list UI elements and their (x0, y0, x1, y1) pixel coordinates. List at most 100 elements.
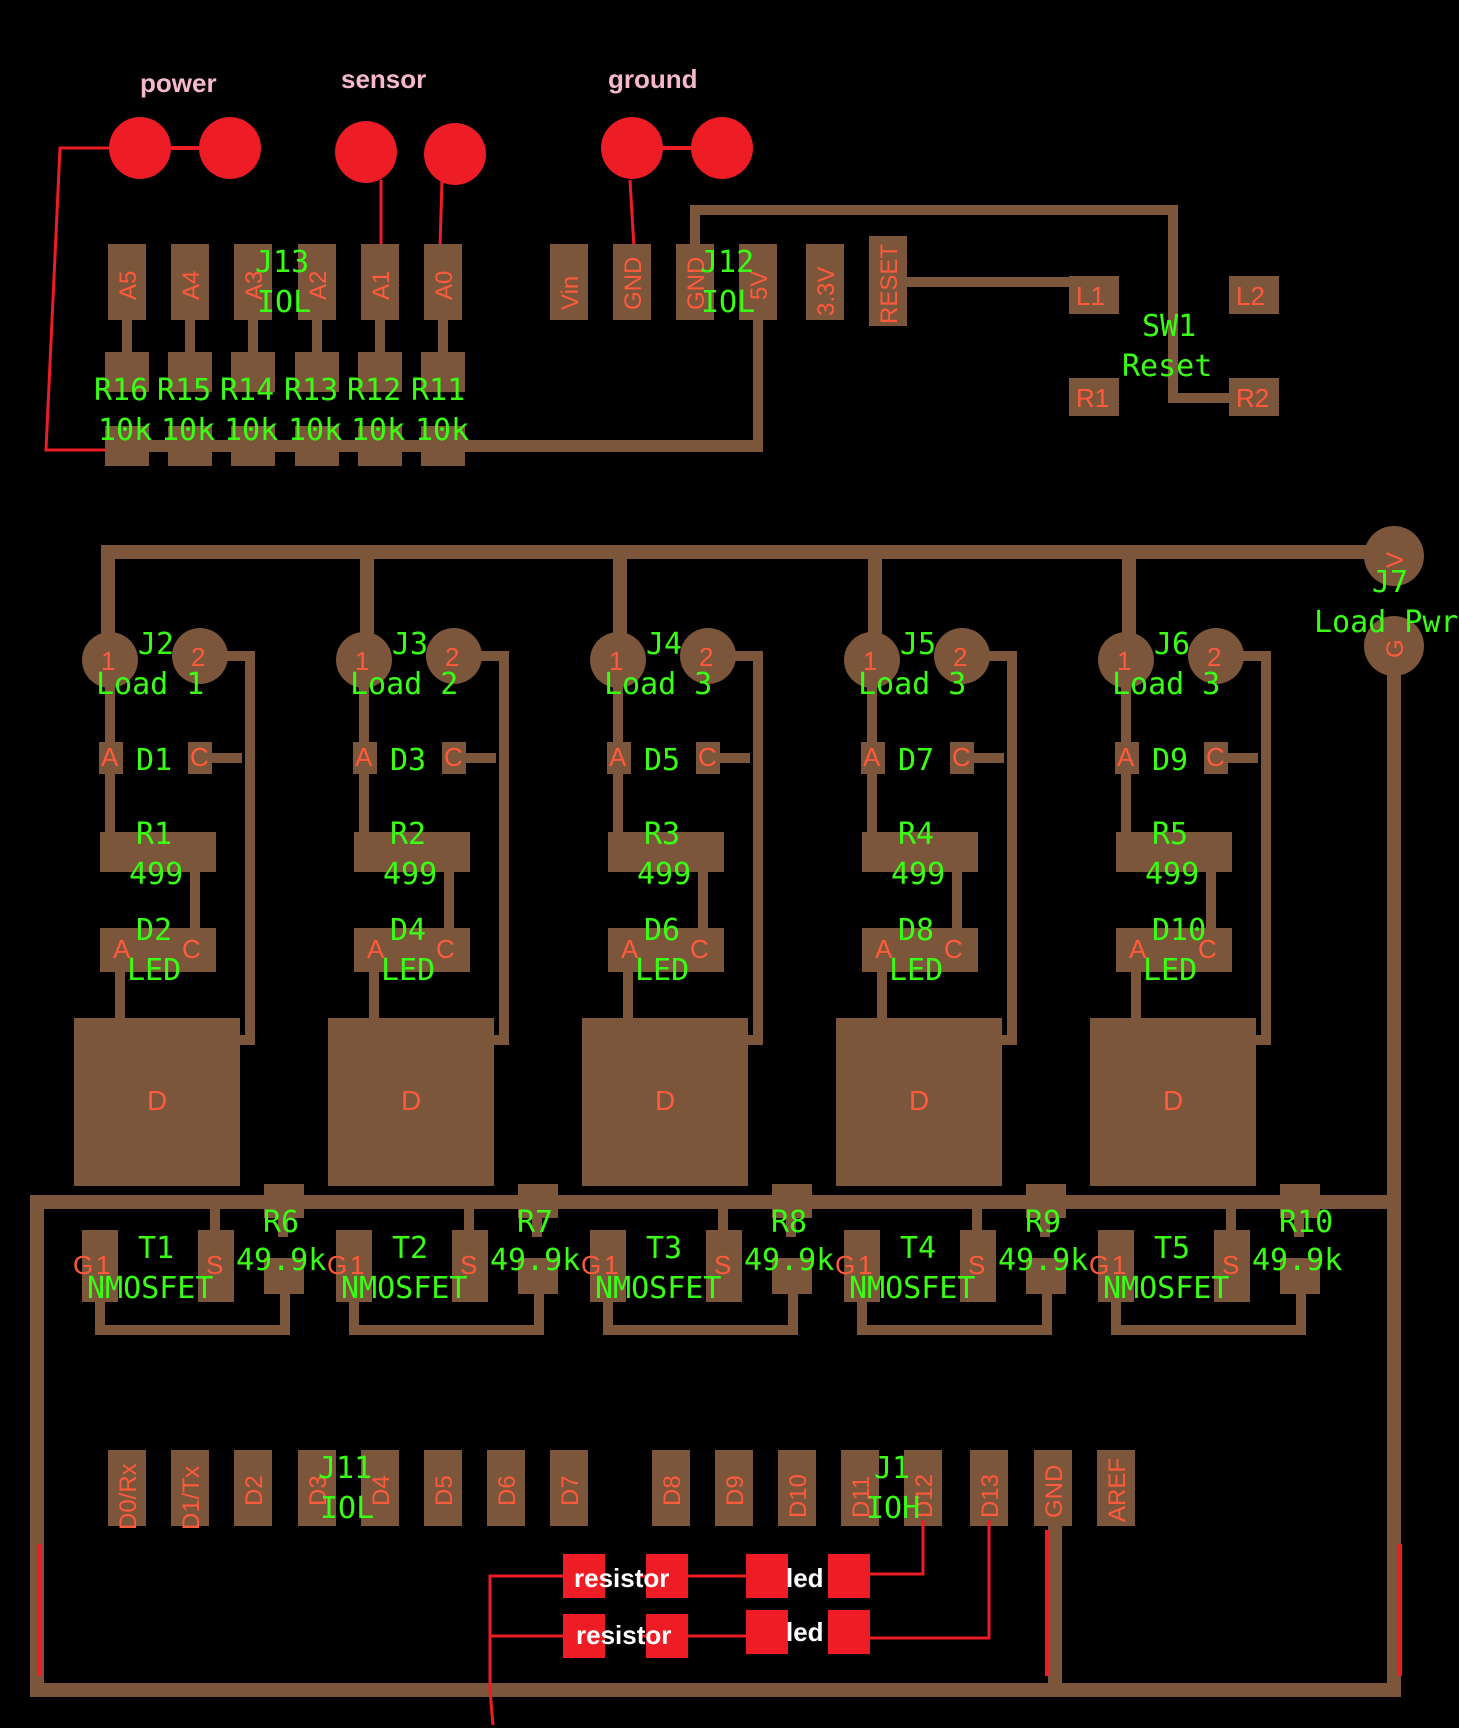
conn-value: Load 3 (1112, 667, 1220, 702)
j13-ref: J13 (255, 245, 309, 280)
pin-label-d4: D4 (368, 1475, 395, 1506)
led-cathode: C (1198, 934, 1217, 964)
diode-ref: D5 (644, 743, 680, 778)
sensor-pad-1 (335, 121, 397, 183)
resistor-2-label: resistor (576, 1620, 671, 1650)
pullup-labels: R16 R15 R14 R13 R12 R11 10k 10k 10k 10k … (94, 373, 469, 448)
sw1-pin-l2: L2 (1236, 281, 1265, 311)
r14-value: 10k (224, 413, 278, 448)
r12-value: 10k (351, 413, 405, 448)
conn-ref: J2 (138, 627, 174, 662)
pin-label-d13: D13 (977, 1474, 1004, 1518)
r13-value: 10k (288, 413, 342, 448)
conn-value: Load 3 (604, 667, 712, 702)
conn-pin-1: 1 (355, 646, 369, 676)
conn-value: Load 1 (96, 667, 204, 702)
fet-ref: T3 (646, 1231, 682, 1266)
diode-anode: A (101, 742, 119, 772)
gate-res-ref: R10 (1279, 1205, 1333, 1240)
pin-label-d5: D5 (431, 1475, 458, 1506)
j11-pads (108, 1450, 588, 1526)
gate-res-ref: R9 (1025, 1205, 1061, 1240)
r14-ref: R14 (220, 373, 274, 408)
r15-value: 10k (161, 413, 215, 448)
resistor-1-pad-a (563, 1554, 605, 1598)
led-value: LED (889, 953, 943, 988)
pin-label-vin: Vin (557, 276, 584, 310)
j7-value: Load Pwr (1314, 605, 1459, 640)
fet-gate: G (327, 1250, 347, 1280)
conn-pin-1: 1 (101, 646, 115, 676)
j12-ref: J12 (700, 245, 754, 280)
gate-res-value: 49.9k (236, 1243, 326, 1278)
res-value: 499 (1145, 857, 1199, 892)
j1-pin-labels: D8 D9 D10 D11 D12 D13 GND AREF (659, 1458, 1131, 1522)
r13-ref: R13 (284, 373, 338, 408)
conn-value: Load 2 (350, 667, 458, 702)
resistor-2-pad-a (563, 1614, 605, 1658)
j13-pin-labels: A5 A4 A3 A2 A1 A0 (115, 271, 458, 300)
pin-label-gnd-2: GND (683, 257, 710, 310)
fet-value: NMOSFET (595, 1271, 721, 1306)
sw1-pin-r1: R1 (1076, 383, 1109, 413)
power-pad-1 (109, 117, 171, 179)
header-j11: D0/Rx D1/Tx D2 D3 D4 D5 D6 D7 J11 IOL (108, 1450, 588, 1530)
diode-cathode: C (1206, 742, 1225, 772)
led-cathode: C (944, 934, 963, 964)
pin-label-d9: D9 (722, 1475, 749, 1506)
j12-value: IOL (701, 285, 755, 320)
led-ref: D2 (136, 913, 172, 948)
led-anode: A (621, 934, 639, 964)
conn-pin-1: 1 (1117, 646, 1131, 676)
j11-value: IOL (320, 1491, 374, 1526)
diode-anode: A (1117, 742, 1135, 772)
led-ref: D6 (644, 913, 680, 948)
fet-drain: D (401, 1085, 421, 1116)
conn-pin-2: 2 (1207, 642, 1221, 672)
resistor-1-pad-b (646, 1554, 688, 1598)
led-ref: D10 (1152, 913, 1206, 948)
led-1-pad-b (828, 1554, 870, 1598)
pin-label-5v: 5V (746, 271, 773, 300)
diode-anode: A (355, 742, 373, 772)
pin-label-a4: A4 (178, 271, 205, 300)
gate-res-value: 49.9k (998, 1243, 1088, 1278)
r16-value: 10k (98, 413, 152, 448)
led-value: LED (381, 953, 435, 988)
conn-ref: J3 (392, 627, 428, 662)
pin-label-d12: D12 (911, 1474, 938, 1518)
led-return-wire (488, 1574, 565, 1726)
fet-source: S (206, 1250, 223, 1280)
j12-pads (550, 236, 907, 326)
conn-pin-2: 2 (191, 642, 205, 672)
j7-pin-g: G (1382, 639, 1409, 658)
led-anode: A (367, 934, 385, 964)
reset-switch[interactable]: L1 L2 R1 R2 SW1 Reset (1069, 276, 1279, 416)
diode-ref: D7 (898, 743, 934, 778)
ground-pad-2 (691, 117, 753, 179)
led-wire-d13 (870, 1520, 991, 1640)
connector-j7: V G J7 Load Pwr (1314, 526, 1459, 676)
fet-drain: D (1163, 1085, 1183, 1116)
res-value: 499 (891, 857, 945, 892)
fet-drain: D (655, 1085, 675, 1116)
led-1-label: led (786, 1563, 824, 1593)
fet-ref: T1 (138, 1231, 174, 1266)
led-value: LED (1143, 953, 1197, 988)
led-1-pad-a (746, 1554, 788, 1598)
led-anode: A (1129, 934, 1147, 964)
fet-value: NMOSFET (849, 1271, 975, 1306)
pin-label-d1: D1/Tx (178, 1466, 205, 1530)
pin-label-a0: A0 (431, 271, 458, 300)
ground-wire (628, 179, 636, 249)
fet-ref: T4 (900, 1231, 936, 1266)
pin-label-d11: D11 (848, 1476, 875, 1518)
led-anode: A (875, 934, 893, 964)
pin-label-3v3: 3.3V (813, 267, 840, 316)
fet-gate: G (1089, 1250, 1109, 1280)
